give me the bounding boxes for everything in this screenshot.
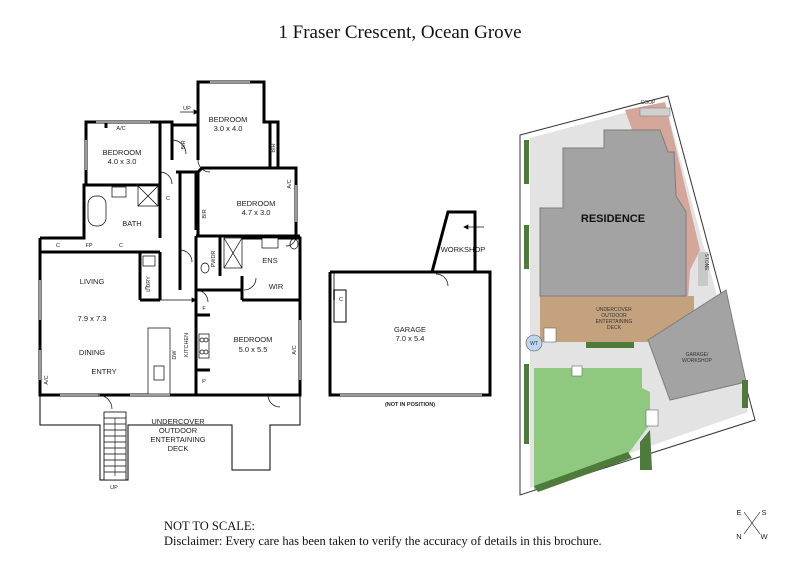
site-garage-1: GARAGE/ [686, 352, 709, 358]
label-bir-2: BIR [271, 143, 277, 152]
label-ac-2: A/C [287, 179, 293, 188]
label-deck-1: UNDERCOVER [151, 417, 205, 426]
label-bir-1: BIR [181, 140, 187, 149]
label-p: P [202, 379, 206, 385]
ens-toilet-icon [289, 238, 299, 250]
lawn [534, 368, 650, 490]
workshop-arrow [463, 224, 484, 230]
site-deck [540, 296, 694, 342]
label-c-1: C [166, 196, 170, 202]
residence-label: RESIDENCE [581, 213, 645, 225]
compass-s: S [761, 508, 766, 517]
windows [39, 81, 384, 396]
room-dim-bedroom-4x3: 4.0 x 3.0 [108, 157, 137, 166]
site-garage-2: WORKSHOP [682, 358, 712, 364]
label-c-3: C [119, 243, 123, 249]
label-deck-3: ENTERTAINING [150, 435, 205, 444]
label-deck-4: DECK [168, 444, 189, 453]
footer-disclaimer: Disclaimer: Every care has been taken to… [164, 534, 602, 548]
label-not-in-position: (NOT IN POSITION) [385, 402, 435, 408]
label-c-4: C [145, 286, 149, 292]
site-plan: COOP RESIDENCE UNDERCOVER OUTDOOR ENTERT… [519, 95, 756, 496]
label-ens: ENS [262, 256, 277, 265]
workshop-door-arc [435, 273, 449, 287]
room-labels: BEDROOM 3.0 x 4.0 BEDROOM 4.0 x 3.0 BEDR… [44, 106, 485, 491]
vanity-icon [111, 186, 127, 198]
room-dim-bedroom-5x5-5: 5.0 x 5.5 [239, 345, 268, 354]
room-name-bedroom-4-7x3: BEDROOM [237, 199, 276, 208]
interior-walls [40, 122, 300, 395]
ens-vanity-icon [261, 237, 279, 249]
deck-stairs [103, 411, 127, 481]
coop [639, 107, 671, 117]
label-pwdr: PWDR [211, 251, 217, 268]
label-ac-1: A/C [116, 126, 125, 132]
compass-n: N [736, 532, 741, 541]
label-kitchen: KITCHEN [184, 333, 190, 357]
stone-path [698, 252, 708, 286]
garage-outer-wall [328, 210, 492, 397]
label-workshop: WORKSHOP [441, 245, 486, 254]
site-label-stone: STONE [703, 253, 709, 271]
room-dim-bedroom-4-7x3: 4.7 x 3.0 [242, 208, 271, 217]
compass: E S N W [736, 508, 768, 541]
room-name-bedroom-4x3: BEDROOM [103, 148, 142, 157]
fixtures [87, 185, 299, 395]
site-steps [543, 327, 659, 427]
compass-w: W [760, 532, 768, 541]
kitchen-island [147, 327, 171, 395]
label-wir: WIR [269, 282, 284, 291]
garage-floorplan: (NOT IN POSITION) [328, 210, 492, 408]
garage-cupboard [333, 289, 347, 323]
label-c-2: C [56, 243, 60, 249]
label-bir-3: BIR [202, 209, 208, 218]
sink-icon [153, 365, 165, 381]
bath-tub-icon [87, 195, 107, 227]
label-ac-3: A/C [44, 375, 50, 384]
room-name-living: LIVING [80, 277, 105, 286]
label-dining: DINING [79, 348, 105, 357]
stair-arrows [160, 109, 199, 303]
label-dw: DW [172, 350, 178, 360]
stovetop-icon [198, 333, 210, 359]
site-deck-1: UNDERCOVER [596, 307, 632, 313]
doors [97, 139, 297, 410]
site-deck-3: ENTERTAINING [596, 319, 633, 325]
water-tank [525, 334, 543, 352]
site-label-wt: WT [530, 341, 538, 347]
label-ac-4: A/C [292, 345, 298, 354]
label-bath: BATH [122, 219, 141, 228]
site-deck-4: DECK [607, 325, 622, 331]
compass-e: E [736, 508, 741, 517]
label-up-1: UP [183, 106, 191, 112]
room-dim-living: 7.9 x 7.3 [78, 314, 107, 323]
toilet-icon [200, 262, 210, 274]
garden-beds [524, 140, 748, 492]
room-name-garage: GARAGE [394, 325, 426, 334]
label-deck-2: OUTDOOR [159, 426, 198, 435]
label-up-2: UP [110, 485, 118, 491]
label-entry: ENTRY [91, 367, 116, 376]
footer-not-to-scale: NOT TO SCALE: [164, 519, 255, 533]
ldry-tub-icon [142, 255, 156, 267]
label-fp: FP [85, 243, 92, 249]
room-name-bedroom-5x5-5: BEDROOM [234, 335, 273, 344]
room-dim-garage: 7.0 x 5.4 [396, 334, 425, 343]
label-ldry: L'DRY [146, 276, 152, 292]
page-title: 1 Fraser Crescent, Ocean Grove [278, 22, 521, 43]
room-name-bedroom-3x4: BEDROOM [209, 115, 248, 124]
label-c-5: C [339, 297, 343, 303]
label-f: F [202, 306, 206, 312]
site-label-coop: COOP [641, 100, 656, 106]
house-floorplan: BEDROOM 3.0 x 4.0 BEDROOM 4.0 x 3.0 BEDR… [38, 80, 485, 491]
room-dim-bedroom-3x4: 3.0 x 4.0 [214, 124, 243, 133]
house-deck-outline [39, 395, 301, 481]
residence-roof [539, 129, 687, 297]
site-deck-2: OUTDOOR [601, 313, 627, 319]
